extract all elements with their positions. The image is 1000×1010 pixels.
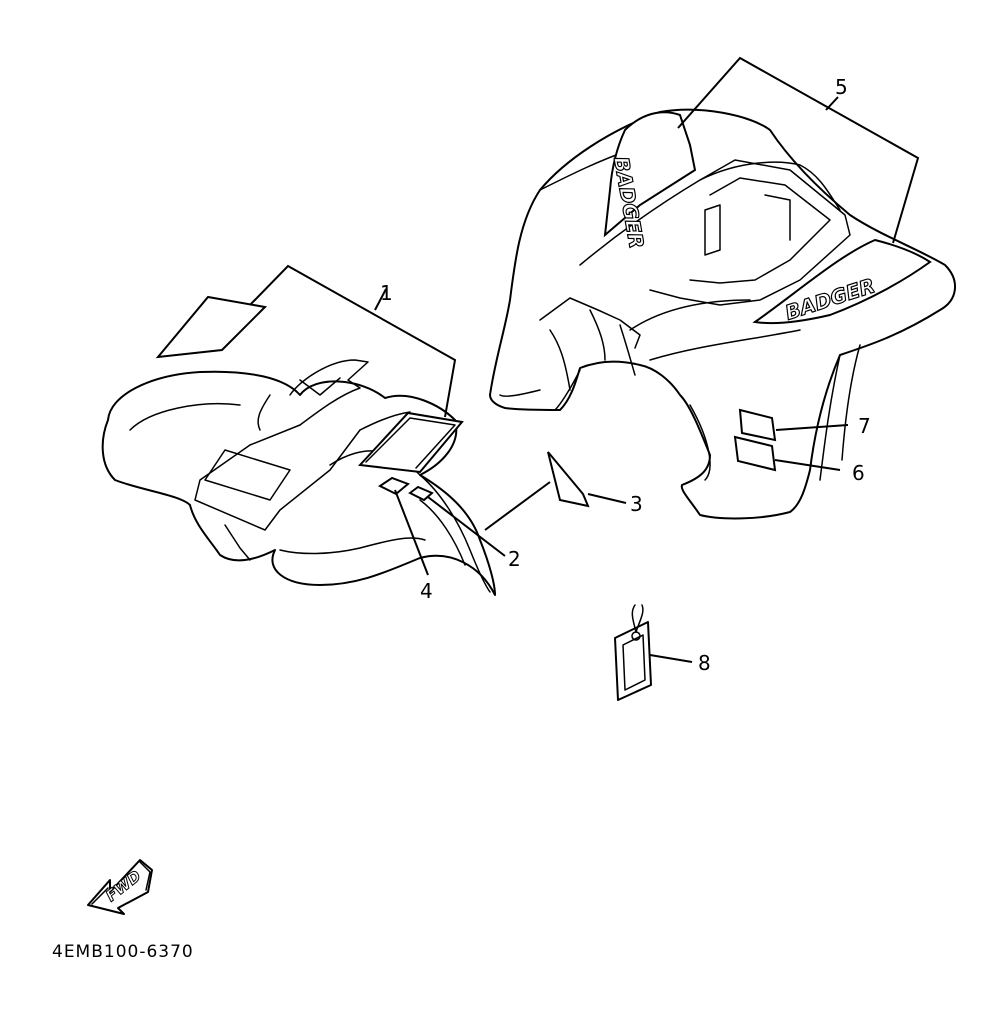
decal-7 — [738, 408, 849, 442]
decal-2 — [408, 485, 506, 557]
callout-1: 1 — [380, 281, 393, 305]
callout-8: 8 — [698, 651, 711, 675]
callout-5: 5 — [835, 75, 848, 99]
leader-1 — [249, 264, 457, 418]
front-fender — [101, 359, 496, 596]
decal-3 — [484, 451, 627, 531]
decal-4 — [378, 476, 429, 576]
decal-6 — [733, 435, 841, 472]
callout-3: 3 — [630, 492, 643, 516]
tag-8 — [614, 604, 693, 701]
callout-7: 7 — [858, 414, 871, 438]
callout-labels: 1 2 3 4 5 6 7 8 — [380, 75, 871, 675]
leader-5 — [677, 56, 920, 244]
callout-2: 2 — [508, 547, 521, 571]
fwd-label: FWD — [102, 867, 144, 905]
part-code: 4EMB100-6370 — [52, 942, 194, 962]
decal-1 — [155, 295, 464, 474]
fwd-arrow-icon: FWD — [87, 859, 153, 915]
decal-5: BADGER BADGER — [603, 111, 932, 325]
rear-fender — [489, 108, 956, 520]
callout-6: 6 — [852, 461, 865, 485]
callout-4: 4 — [420, 579, 433, 603]
